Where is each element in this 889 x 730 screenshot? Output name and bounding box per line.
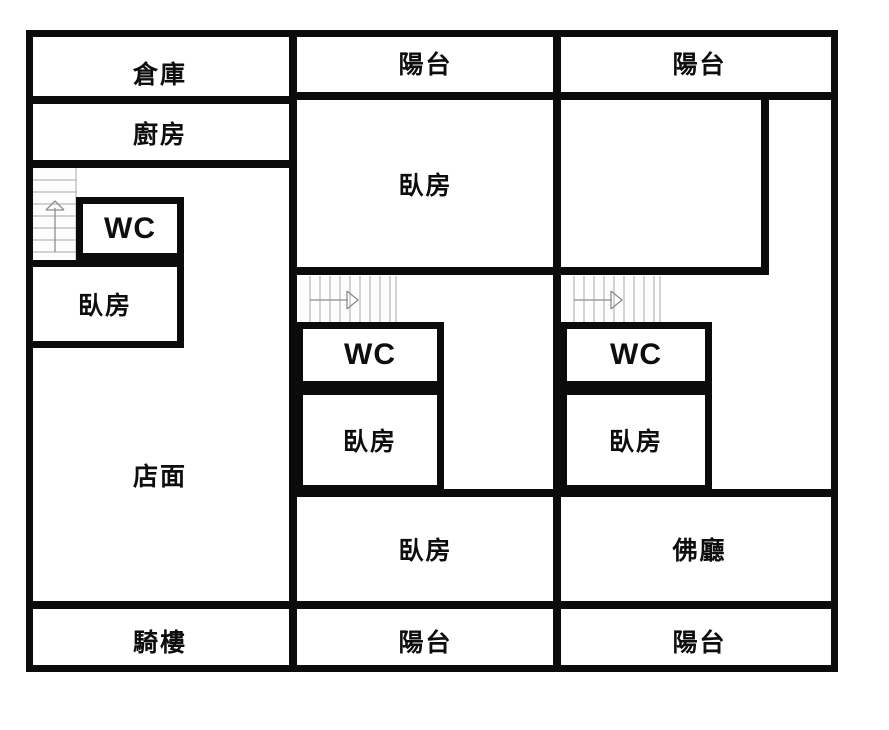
wall-right-top-room-bottom bbox=[553, 267, 769, 275]
staircase-middle-graphic bbox=[300, 276, 397, 323]
room-mid-bedroom-small bbox=[296, 388, 444, 492]
staircase-right bbox=[564, 276, 661, 323]
wall-right-top-room-vertical bbox=[761, 96, 769, 272]
column-divider-right bbox=[553, 30, 561, 672]
room-right-wc bbox=[560, 322, 712, 388]
room-left-wc bbox=[76, 197, 184, 260]
wall-right-balcony-bottom bbox=[553, 92, 838, 100]
wall-right-lower-divider bbox=[553, 489, 838, 497]
wall-mid-lower-divider bbox=[289, 489, 561, 497]
staircase-left bbox=[33, 168, 77, 266]
wall-bottom-row-divider bbox=[26, 601, 838, 609]
wall-mid-balcony-bottom bbox=[289, 92, 561, 100]
column-divider-left bbox=[289, 30, 297, 672]
staircase-middle bbox=[300, 276, 397, 323]
wall-storage-kitchen bbox=[26, 96, 293, 104]
staircase-left-graphic bbox=[33, 168, 77, 266]
room-left-bedroom bbox=[26, 260, 184, 348]
room-right-bedroom-small bbox=[560, 388, 712, 492]
wall-mid-bedroom-top-bottom bbox=[289, 267, 561, 275]
room-mid-wc bbox=[296, 322, 444, 388]
wall-kitchen-bottom bbox=[26, 160, 293, 168]
staircase-right-graphic bbox=[564, 276, 661, 323]
